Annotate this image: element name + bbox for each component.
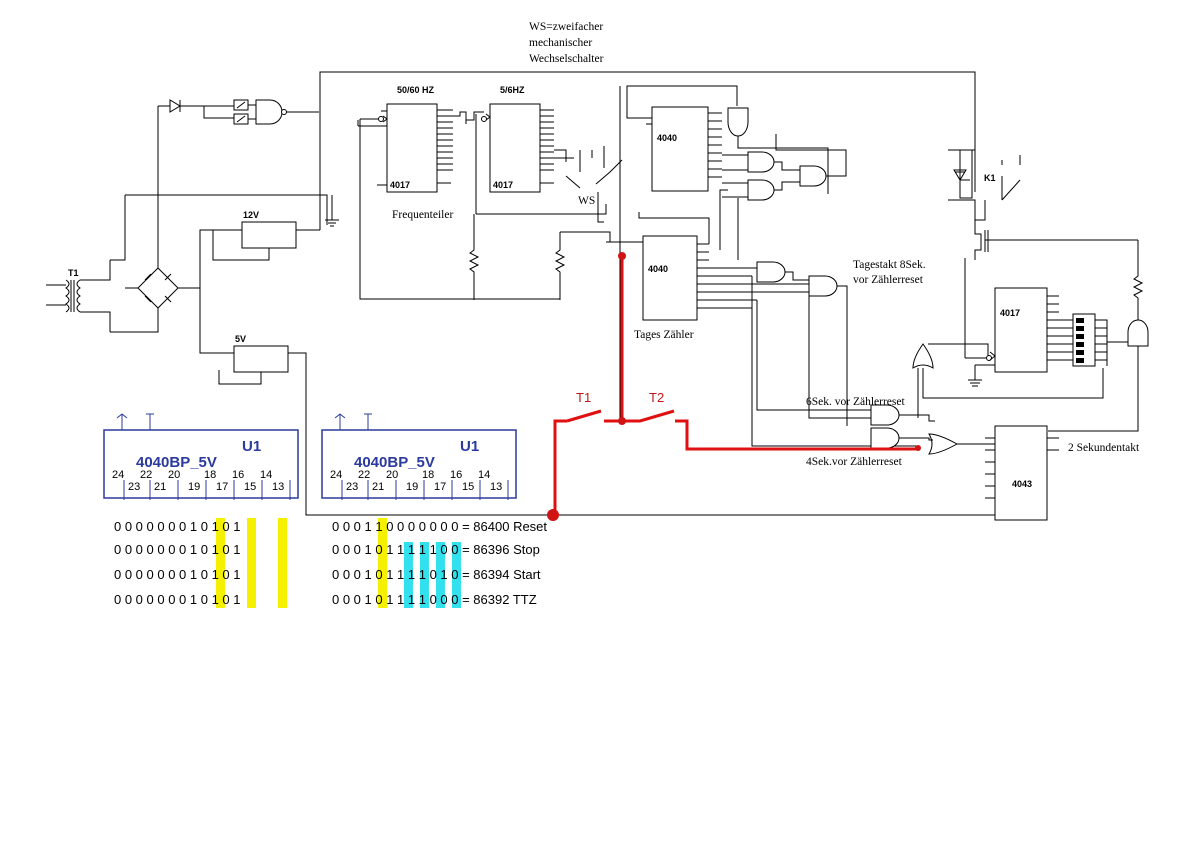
pin-label: 24 [112,469,124,481]
pin-label: 19 [406,481,418,493]
freq-5-6-label: 5/6HZ [500,85,525,95]
pin-label: 21 [372,481,384,493]
regulator-12v-label: 12V [243,210,259,220]
resistor-left [468,214,480,300]
tages-zaehler-label: Tages Zähler [634,329,694,341]
sek4-label: 4Sek.vor Zählerreset [806,456,903,468]
ws-note-line-1: WS=zweifacher [529,21,603,33]
junction-dot [547,509,559,521]
ic-designator: U1 [242,438,261,455]
chip-4043-label: 4043 [1012,479,1032,489]
bit-row-right: 0 0 0 1 1 0 0 0 0 0 0 0 = 86400 Reset [332,519,547,534]
pin-label: 23 [346,481,358,493]
ws-note: WS=zweifacher mechanischer Wechselschalt… [529,21,604,65]
counter-4040-upper: 4040 [619,85,738,421]
bridge-rectifier [110,106,207,333]
ic-panel-2: U1 4040BP_5V 24 22 20 18 16 14 23 21 19 … [321,413,517,500]
ws-note-line-2: mechanischer [529,37,592,49]
pin-label: 19 [188,481,200,493]
pin-label: 15 [462,481,474,493]
regulator-12v: 12V [199,71,976,288]
bit-highlights [216,518,461,608]
junction-dot [915,445,921,451]
latch-4043: 4043 [985,425,1059,521]
junction-dot [618,252,626,260]
pin-label: 24 [330,469,342,481]
resistor-middle [554,231,611,300]
transformer-label: T1 [68,268,79,278]
chip-4017-b-label: 4017 [493,180,513,190]
pin-label: 17 [434,481,446,493]
relay-k1-label: K1 [984,173,996,183]
regulator-5v-label: 5V [235,334,246,344]
pin-label: 20 [386,469,398,481]
counter-4040-lower: 4040 Tages Zähler [606,212,809,341]
sek2-label: 2 Sekundentakt [1068,442,1140,454]
logic-gates-bottom [870,343,1104,455]
ic-panel-1: U1 4040BP_5V 24 22 20 18 16 14 23 21 19 … [103,413,299,500]
pin-label: 16 [232,469,244,481]
ic-part-name: 4040BP_5V [136,454,217,471]
pin-label: 14 [260,469,272,481]
pin-label: 16 [450,469,462,481]
input-diode [158,99,319,125]
bit-row-right: 0 0 0 1 0 1 1 1 1 0 0 0 = 86392 TTZ [332,592,537,607]
mosfet [974,220,1138,260]
ic-part-name: 4040BP_5V [354,454,435,471]
pin-label: 22 [140,469,152,481]
relay-k1: K1 [948,132,1021,221]
switch-t2-label: T2 [649,390,664,405]
bit-row-left: 0 0 0 0 0 0 0 1 0 1 0 1 [114,542,241,557]
pin-label: 18 [204,469,216,481]
ws-note-line-3: Wechselschalter [529,53,604,65]
regulator-5v: 5V [199,288,996,516]
ic-designator: U1 [460,438,479,455]
counter-4017-a: 50/60 HZ 4017 [357,85,560,300]
freq-50-60-label: 50/60 HZ [397,85,435,95]
tagestakt-line-2: vor Zählerreset [853,274,924,286]
ws-switch: WS [554,146,623,223]
pin-label: 18 [422,469,434,481]
transformer-t1: T1 [46,260,111,332]
frequenzteiler-label: Frequenteiler [392,209,453,221]
pin-label: 22 [358,469,370,481]
pin-label: 17 [216,481,228,493]
tagestakt-line-1: Tagestakt 8Sek. [853,259,926,271]
pin-label: 23 [128,481,140,493]
bit-row-right: 0 0 0 1 0 1 1 1 1 0 1 0 = 86394 Start [332,567,541,582]
ws-label: WS [578,195,595,207]
pin-label: 20 [168,469,180,481]
switch-t1-label: T1 [576,390,591,405]
bit-table: 0 0 0 0 0 0 0 1 0 1 0 1 0 0 0 0 0 0 0 1 … [114,519,547,607]
bit-row-left: 0 0 0 0 0 0 0 1 0 1 0 1 [114,592,241,607]
pin-label: 13 [490,481,502,493]
chip-4040-lower-label: 4040 [648,264,668,274]
bit-row-right: 0 0 0 1 0 1 1 1 1 1 0 0 = 86396 Stop [332,542,540,557]
bit-row-left: 0 0 0 0 0 0 0 1 0 1 0 1 [114,519,241,534]
counter-4017-b: 5/6HZ 4017 [453,85,607,215]
chip-4017-a-label: 4017 [390,180,410,190]
sek6-label: 6Sek. vor Zählerreset [806,396,905,408]
pin-label: 21 [154,481,166,493]
red-switch-wiring: T1 T2 [547,252,921,521]
logic-gates-lower [751,261,918,447]
pin-label: 14 [478,469,490,481]
pin-label: 13 [272,481,284,493]
junction-dot [618,417,626,425]
chip-4040-upper-label: 4040 [657,133,677,143]
logic-gates-upper [719,107,847,260]
ground-symbol [325,195,339,227]
bit-row-left: 0 0 0 0 0 0 0 1 0 1 0 1 [114,567,241,582]
pin-label: 15 [244,481,256,493]
counter-4017-right: 4017 [964,240,1149,432]
chip-4017-right-label: 4017 [1000,308,1020,318]
